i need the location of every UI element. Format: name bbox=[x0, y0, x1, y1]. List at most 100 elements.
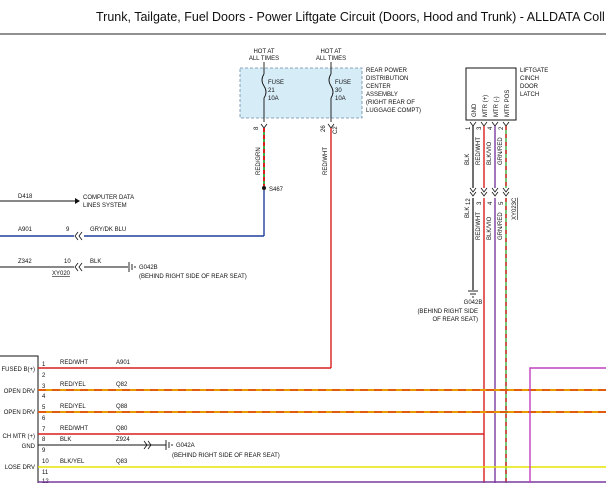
svg-text:4: 4 bbox=[42, 394, 46, 400]
svg-text:REAR POWER: REAR POWER bbox=[366, 68, 408, 74]
svg-text:OPEN DRV: OPEN DRV bbox=[4, 410, 35, 416]
module-row-3-color: RED/YEL bbox=[60, 404, 86, 410]
latch-pin-num-4: 4 bbox=[488, 126, 494, 130]
latch-color-blk: BLK bbox=[465, 154, 471, 165]
hot-at-label-1: HOT AT bbox=[253, 49, 274, 55]
computer-data-label-1: COMPUTER DATA bbox=[83, 195, 134, 201]
svg-text:LIFTGATE: LIFTGATE bbox=[520, 68, 548, 74]
ground-icon bbox=[468, 290, 478, 298]
module-row-3-circuit: Q88 bbox=[116, 404, 128, 410]
ground-icon bbox=[165, 440, 173, 450]
page-title: Trunk, Tailgate, Fuel Doors - Power Lift… bbox=[96, 10, 605, 24]
latch-lower-color-red-wht: RED/WHT bbox=[476, 212, 482, 240]
ground-g042b-right: G042B bbox=[464, 300, 483, 306]
svg-text:3: 3 bbox=[42, 384, 46, 390]
svg-text:DISTRIBUTION: DISTRIBUTION bbox=[366, 76, 408, 82]
svg-text:GND: GND bbox=[22, 444, 36, 450]
module-row-5-circuit: Z924 bbox=[116, 437, 130, 443]
fuse-30-amp: 10A bbox=[335, 96, 346, 102]
svg-text:6: 6 bbox=[42, 416, 46, 422]
latch-pin-mtr-plus: MTR (+) bbox=[483, 95, 489, 117]
latch-pin-mtr-minus: MTR (-) bbox=[494, 96, 500, 117]
circuit-d418: D418 bbox=[18, 194, 33, 200]
wire-red-wht-label: RED/WHT bbox=[323, 147, 329, 175]
connector-icon bbox=[74, 262, 83, 272]
connector-icon bbox=[74, 231, 83, 241]
module-row-6-circuit: Q83 bbox=[116, 459, 128, 465]
rdc-fuse-box bbox=[239, 67, 363, 119]
svg-text:DOOR: DOOR bbox=[520, 84, 539, 90]
latch-pin-num-3: 3 bbox=[477, 126, 483, 130]
hot-at-label-2: HOT AT bbox=[320, 49, 341, 55]
latch-color-blk-vio: BLK/VIO bbox=[487, 141, 493, 165]
connector-icon bbox=[143, 440, 152, 450]
wire-gry-dk-blu-label: GRY/DK BLU bbox=[90, 227, 126, 233]
wire-blk-label: BLK bbox=[90, 259, 101, 265]
module-row-1-color: RED/WHT bbox=[60, 360, 88, 366]
arrow-icon bbox=[75, 198, 80, 204]
rdc-label: REAR POWER DISTRIBUTION CENTER ASSEMBLY … bbox=[366, 68, 421, 114]
module-row-2-color: RED/YEL bbox=[60, 382, 86, 388]
svg-text:1: 1 bbox=[42, 362, 46, 368]
svg-text:(RIGHT REAR OF: (RIGHT REAR OF bbox=[366, 100, 415, 106]
module-pin-numbers: 1 2 3 4 5 6 7 8 9 10 11 12 bbox=[42, 362, 49, 483]
inline-pin-4: 4 bbox=[488, 201, 494, 205]
ground-g042a: G042A bbox=[176, 443, 195, 449]
pin-9: 9 bbox=[66, 227, 70, 233]
rdc-conn-c2: C2 bbox=[333, 126, 339, 134]
svg-text:9: 9 bbox=[42, 448, 46, 454]
ground-g042b-right-loc-1: (BEHIND RIGHT SIDE bbox=[417, 309, 478, 315]
splice-s467-label: S467 bbox=[269, 187, 284, 193]
module-row-1-circuit: A901 bbox=[116, 360, 131, 366]
fuse-21-amp: 10A bbox=[268, 96, 279, 102]
circuit-a901: A901 bbox=[18, 227, 33, 233]
latch-color-grn-red: GRN/RED bbox=[498, 137, 504, 165]
svg-text:2: 2 bbox=[42, 373, 46, 379]
latch-lower-color-blk: BLK bbox=[465, 207, 471, 218]
inline-pin-3: 3 bbox=[477, 201, 483, 205]
liftgate-latch-box bbox=[465, 67, 517, 121]
inline-pin-12: 12 bbox=[466, 198, 472, 205]
svg-text:8: 8 bbox=[42, 437, 46, 443]
inline-pin-5: 5 bbox=[499, 201, 505, 205]
svg-text:LOSE DRV: LOSE DRV bbox=[5, 465, 35, 471]
svg-text:10: 10 bbox=[42, 459, 49, 465]
fuse-30-number: 30 bbox=[335, 88, 342, 94]
latch-pin-mtr-pos: MTR POS bbox=[505, 90, 511, 117]
svg-text:LATCH: LATCH bbox=[520, 92, 539, 98]
module-row-4-circuit: Q80 bbox=[116, 426, 128, 432]
latch-pin-num-1: 1 bbox=[466, 126, 472, 130]
fuse-21-label: FUSE bbox=[268, 80, 284, 86]
inline-connector-icons bbox=[469, 187, 510, 197]
ground-icon bbox=[128, 262, 136, 272]
module-pin-labels: FUSED B(+) OPEN DRV OPEN DRV CH MTR (+) … bbox=[1, 367, 35, 471]
svg-text:12: 12 bbox=[42, 479, 49, 483]
latch-connector-icons bbox=[469, 121, 510, 127]
module-row-5-color: BLK bbox=[60, 437, 71, 443]
ground-g042b: G042B bbox=[139, 265, 158, 271]
pin-10: 10 bbox=[64, 259, 71, 265]
rdc-pin-26: 26 bbox=[321, 125, 327, 132]
liftgate-module-box bbox=[0, 355, 39, 483]
computer-data-label-2: LINES SYSTEM bbox=[83, 203, 127, 209]
svg-text:CINCH: CINCH bbox=[520, 76, 539, 82]
fuse-30-label: FUSE bbox=[335, 80, 351, 86]
module-row-4-color: RED/WHT bbox=[60, 426, 88, 432]
latch-pin-gnd: GND bbox=[472, 103, 478, 117]
fuse-21-symbol bbox=[261, 73, 267, 99]
ground-g042b-right-loc-2: OF REAR SEAT) bbox=[432, 317, 478, 323]
svg-text:CENTER: CENTER bbox=[366, 84, 391, 90]
rdc-pin-8: 8 bbox=[254, 126, 260, 130]
fuse-30-symbol bbox=[328, 73, 334, 99]
splice-s467 bbox=[262, 186, 266, 190]
latch-color-red-wht: RED/WHT bbox=[476, 137, 482, 165]
fuse-21-number: 21 bbox=[268, 88, 275, 94]
wire-red-grn-label: RED/GRN bbox=[256, 147, 262, 175]
all-times-label-2: ALL TIMES bbox=[316, 56, 346, 62]
svg-text:CH MTR (+): CH MTR (+) bbox=[3, 434, 36, 440]
latch-title: LIFTGATE CINCH DOOR LATCH bbox=[520, 68, 548, 98]
svg-text:7: 7 bbox=[42, 427, 46, 433]
svg-text:FUSED B(+): FUSED B(+) bbox=[1, 367, 35, 373]
latch-pin-num-2: 2 bbox=[499, 126, 505, 130]
svg-text:ASSEMBLY: ASSEMBLY bbox=[366, 92, 398, 98]
